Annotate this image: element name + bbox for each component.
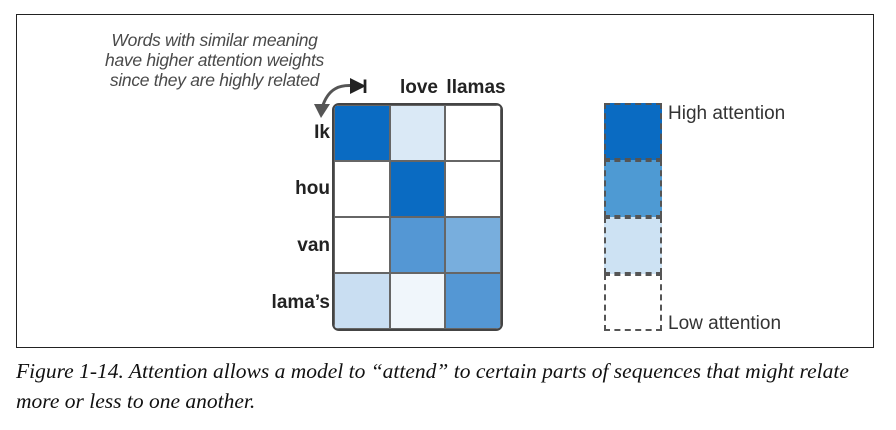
matrix-cell-0-0 (334, 105, 390, 161)
annotation-text: Words with similar meaning have higher a… (92, 30, 337, 90)
matrix-cell-3-0 (334, 273, 390, 329)
matrix-cell-2-2 (445, 217, 501, 273)
attention-matrix (332, 103, 503, 331)
legend-swatch-medium (604, 160, 662, 217)
legend-label-low: Low attention (668, 313, 782, 334)
curved-arrow-icon (314, 78, 366, 118)
annotation-line-3: since they are highly related (109, 70, 320, 90)
figure-caption: Figure 1-14. Attention allows a model to… (16, 359, 849, 413)
matrix-cell-1-1 (389, 161, 446, 217)
matrix-cell-3-1 (389, 273, 446, 329)
matrix-cell-2-0 (334, 217, 390, 273)
legend-label-high: High attention (668, 103, 786, 124)
row-label-van: van (297, 235, 330, 256)
legend-swatch-light (604, 217, 662, 274)
row-label-lamas: lama’s (271, 292, 330, 313)
column-label-i: I (362, 77, 368, 98)
matrix-cell-0-1 (389, 105, 446, 161)
column-label-llamas: llamas (446, 77, 506, 98)
matrix-cell-1-0 (334, 161, 390, 217)
matrix-cell-0-2 (445, 105, 501, 161)
row-label-ik: Ik (314, 122, 330, 143)
attention-legend (604, 103, 662, 331)
annotation-line-2: have higher attention weights (105, 50, 324, 70)
legend-swatch-high (604, 103, 662, 160)
column-label-love: love (399, 77, 439, 98)
matrix-cell-3-2 (445, 273, 501, 329)
matrix-cell-1-2 (445, 161, 501, 217)
matrix-cell-2-1 (389, 217, 446, 273)
row-label-hou: hou (295, 178, 330, 199)
annotation-line-1: Words with similar meaning (111, 30, 318, 50)
legend-swatch-low (604, 274, 662, 331)
